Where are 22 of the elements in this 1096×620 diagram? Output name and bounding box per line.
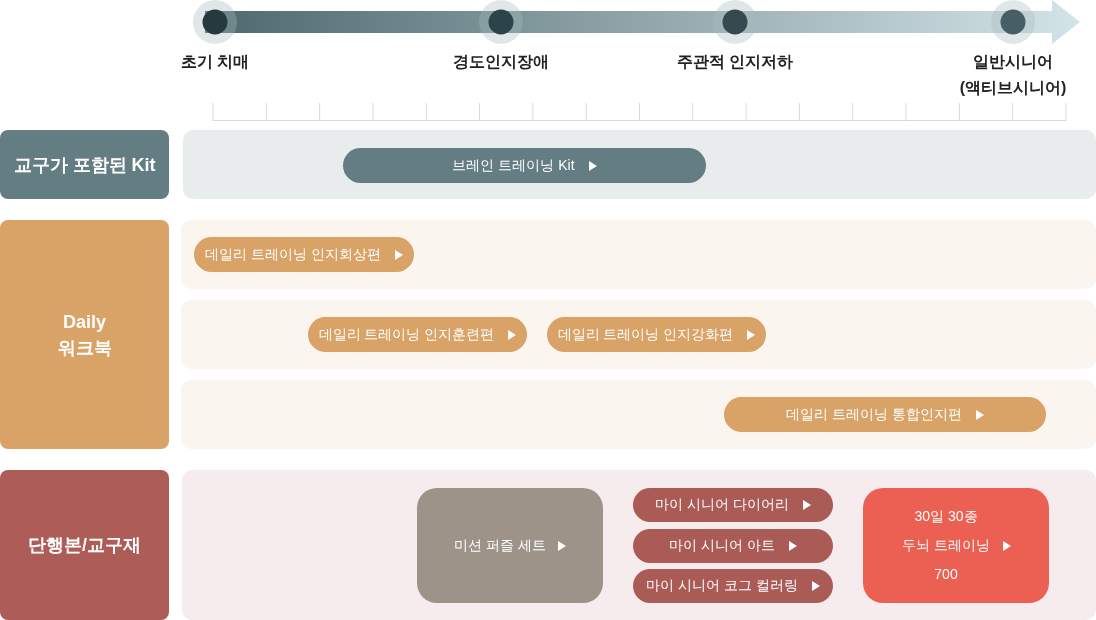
pill-button: 데일리 트레이닝 인지회상편 [194, 237, 414, 272]
pill-button: 브레인 트레이닝 Kit [343, 148, 706, 183]
category-box: 단행본/교구재 [0, 470, 169, 620]
pill-button: 데일리 트레이닝 통합인지편 [724, 397, 1046, 432]
pill-button: 데일리 트레이닝 인지강화편 [547, 317, 766, 352]
pill-button: 마이 시니어 코그 컬러링 [633, 569, 833, 603]
tile-button: 30일 30종 두뇌 트레이닝 700 [863, 488, 1049, 603]
pill-button: 마이 시니어 다이어리 [633, 488, 833, 522]
tile-button: 미션 퍼즐 세트 [417, 488, 603, 603]
row-band [181, 380, 1096, 449]
row-band [181, 300, 1096, 369]
pill-button: 데일리 트레이닝 인지훈련편 [308, 317, 527, 352]
row-band [183, 130, 1096, 199]
category-box: 교구가 포함된 Kit [0, 130, 169, 199]
stage-label: 초기 치매 [180, 52, 250, 72]
stage-label: 경도인지장애 [453, 52, 549, 72]
row-band [181, 220, 1096, 289]
stage-label: 일반시니어 (액티브시니어) [959, 52, 1067, 98]
pill-button: 마이 시니어 아트 [633, 529, 833, 563]
row-band [182, 470, 1096, 620]
stage-label: 주관적 인지저하 [676, 52, 794, 72]
category-box: Daily 워크북 [0, 220, 169, 449]
